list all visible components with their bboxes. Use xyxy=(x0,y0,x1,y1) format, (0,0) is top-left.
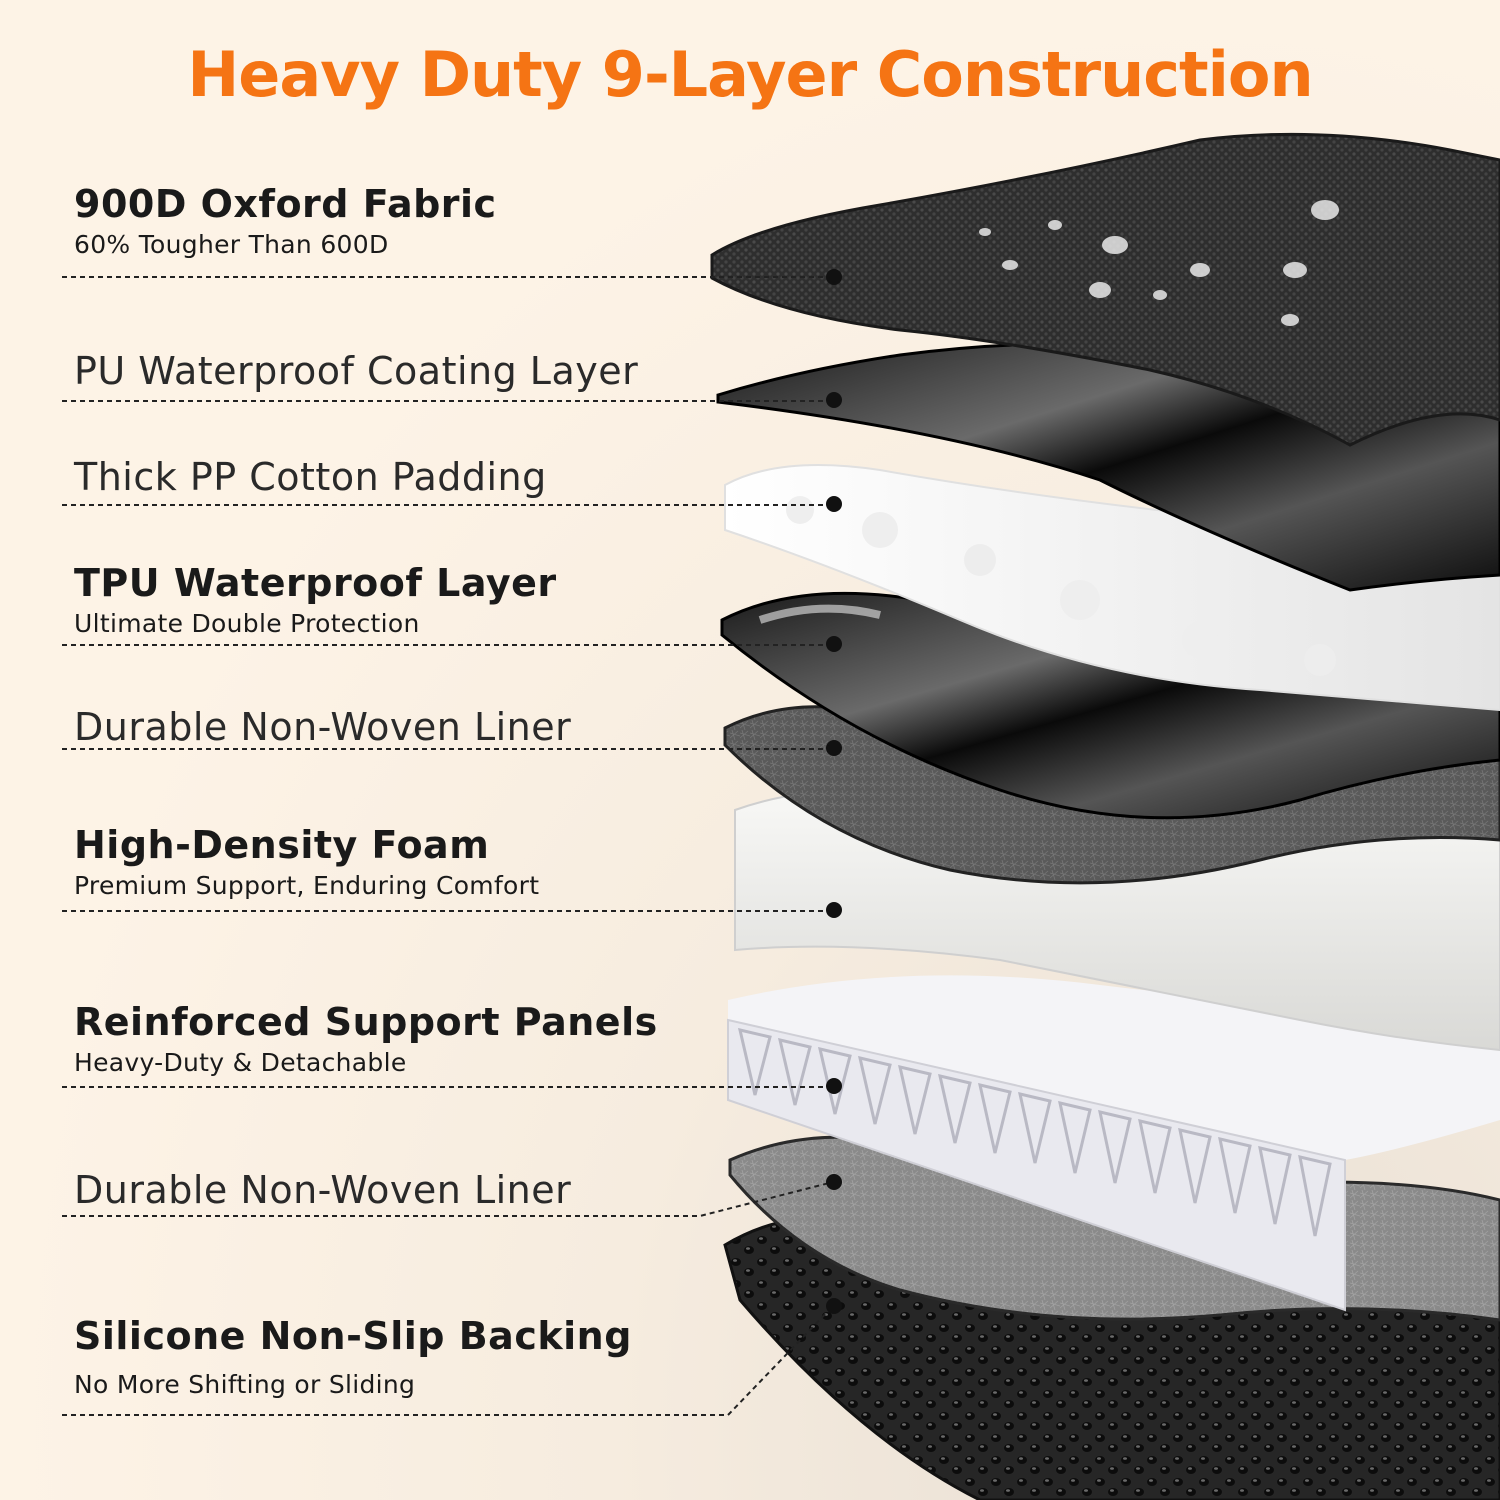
layer-label-9: Silicone Non-Slip Backing No More Shifti… xyxy=(74,1314,632,1399)
layer-title: Durable Non-Woven Liner xyxy=(74,1168,572,1212)
layer-label-7: Reinforced Support Panels Heavy-Duty & D… xyxy=(74,1000,658,1077)
layer-label-1: 900D Oxford Fabric 60% Tougher Than 600D xyxy=(74,182,497,259)
layer-title: 900D Oxford Fabric xyxy=(74,182,497,226)
water-droplets xyxy=(979,200,1339,326)
layer-title: TPU Waterproof Layer xyxy=(74,561,557,605)
leader-lines xyxy=(62,276,834,1416)
layer-title: High-Density Foam xyxy=(74,823,490,867)
layer-title: Silicone Non-Slip Backing xyxy=(74,1314,632,1358)
layer-subtitle: No More Shifting or Sliding xyxy=(74,1370,416,1399)
layer-label-3: Thick PP Cotton Padding xyxy=(74,455,547,499)
layer-title: PU Waterproof Coating Layer xyxy=(74,349,639,393)
page-title: Heavy Duty 9-Layer Construction xyxy=(187,38,1313,111)
layer-title: Durable Non-Woven Liner xyxy=(74,705,572,749)
layer-subtitle: Ultimate Double Protection xyxy=(74,609,420,638)
support-panel-layer xyxy=(727,975,1500,1312)
layer-label-4: TPU Waterproof Layer Ultimate Double Pro… xyxy=(74,561,557,638)
layer-label-2: PU Waterproof Coating Layer xyxy=(74,349,638,393)
leader-dots xyxy=(826,269,842,1314)
layer-label-6: High-Density Foam Premium Support, Endur… xyxy=(74,823,539,900)
layer-subtitle: 60% Tougher Than 600D xyxy=(74,230,389,259)
layer-label-8: Durable Non-Woven Liner xyxy=(74,1168,571,1212)
layer-subtitle: Premium Support, Enduring Comfort xyxy=(74,871,540,900)
layer-subtitle: Heavy-Duty & Detachable xyxy=(74,1048,407,1077)
layer-title: Thick PP Cotton Padding xyxy=(74,455,547,499)
layer-title: Reinforced Support Panels xyxy=(74,1000,658,1044)
layer-label-5: Durable Non-Woven Liner xyxy=(74,705,571,749)
